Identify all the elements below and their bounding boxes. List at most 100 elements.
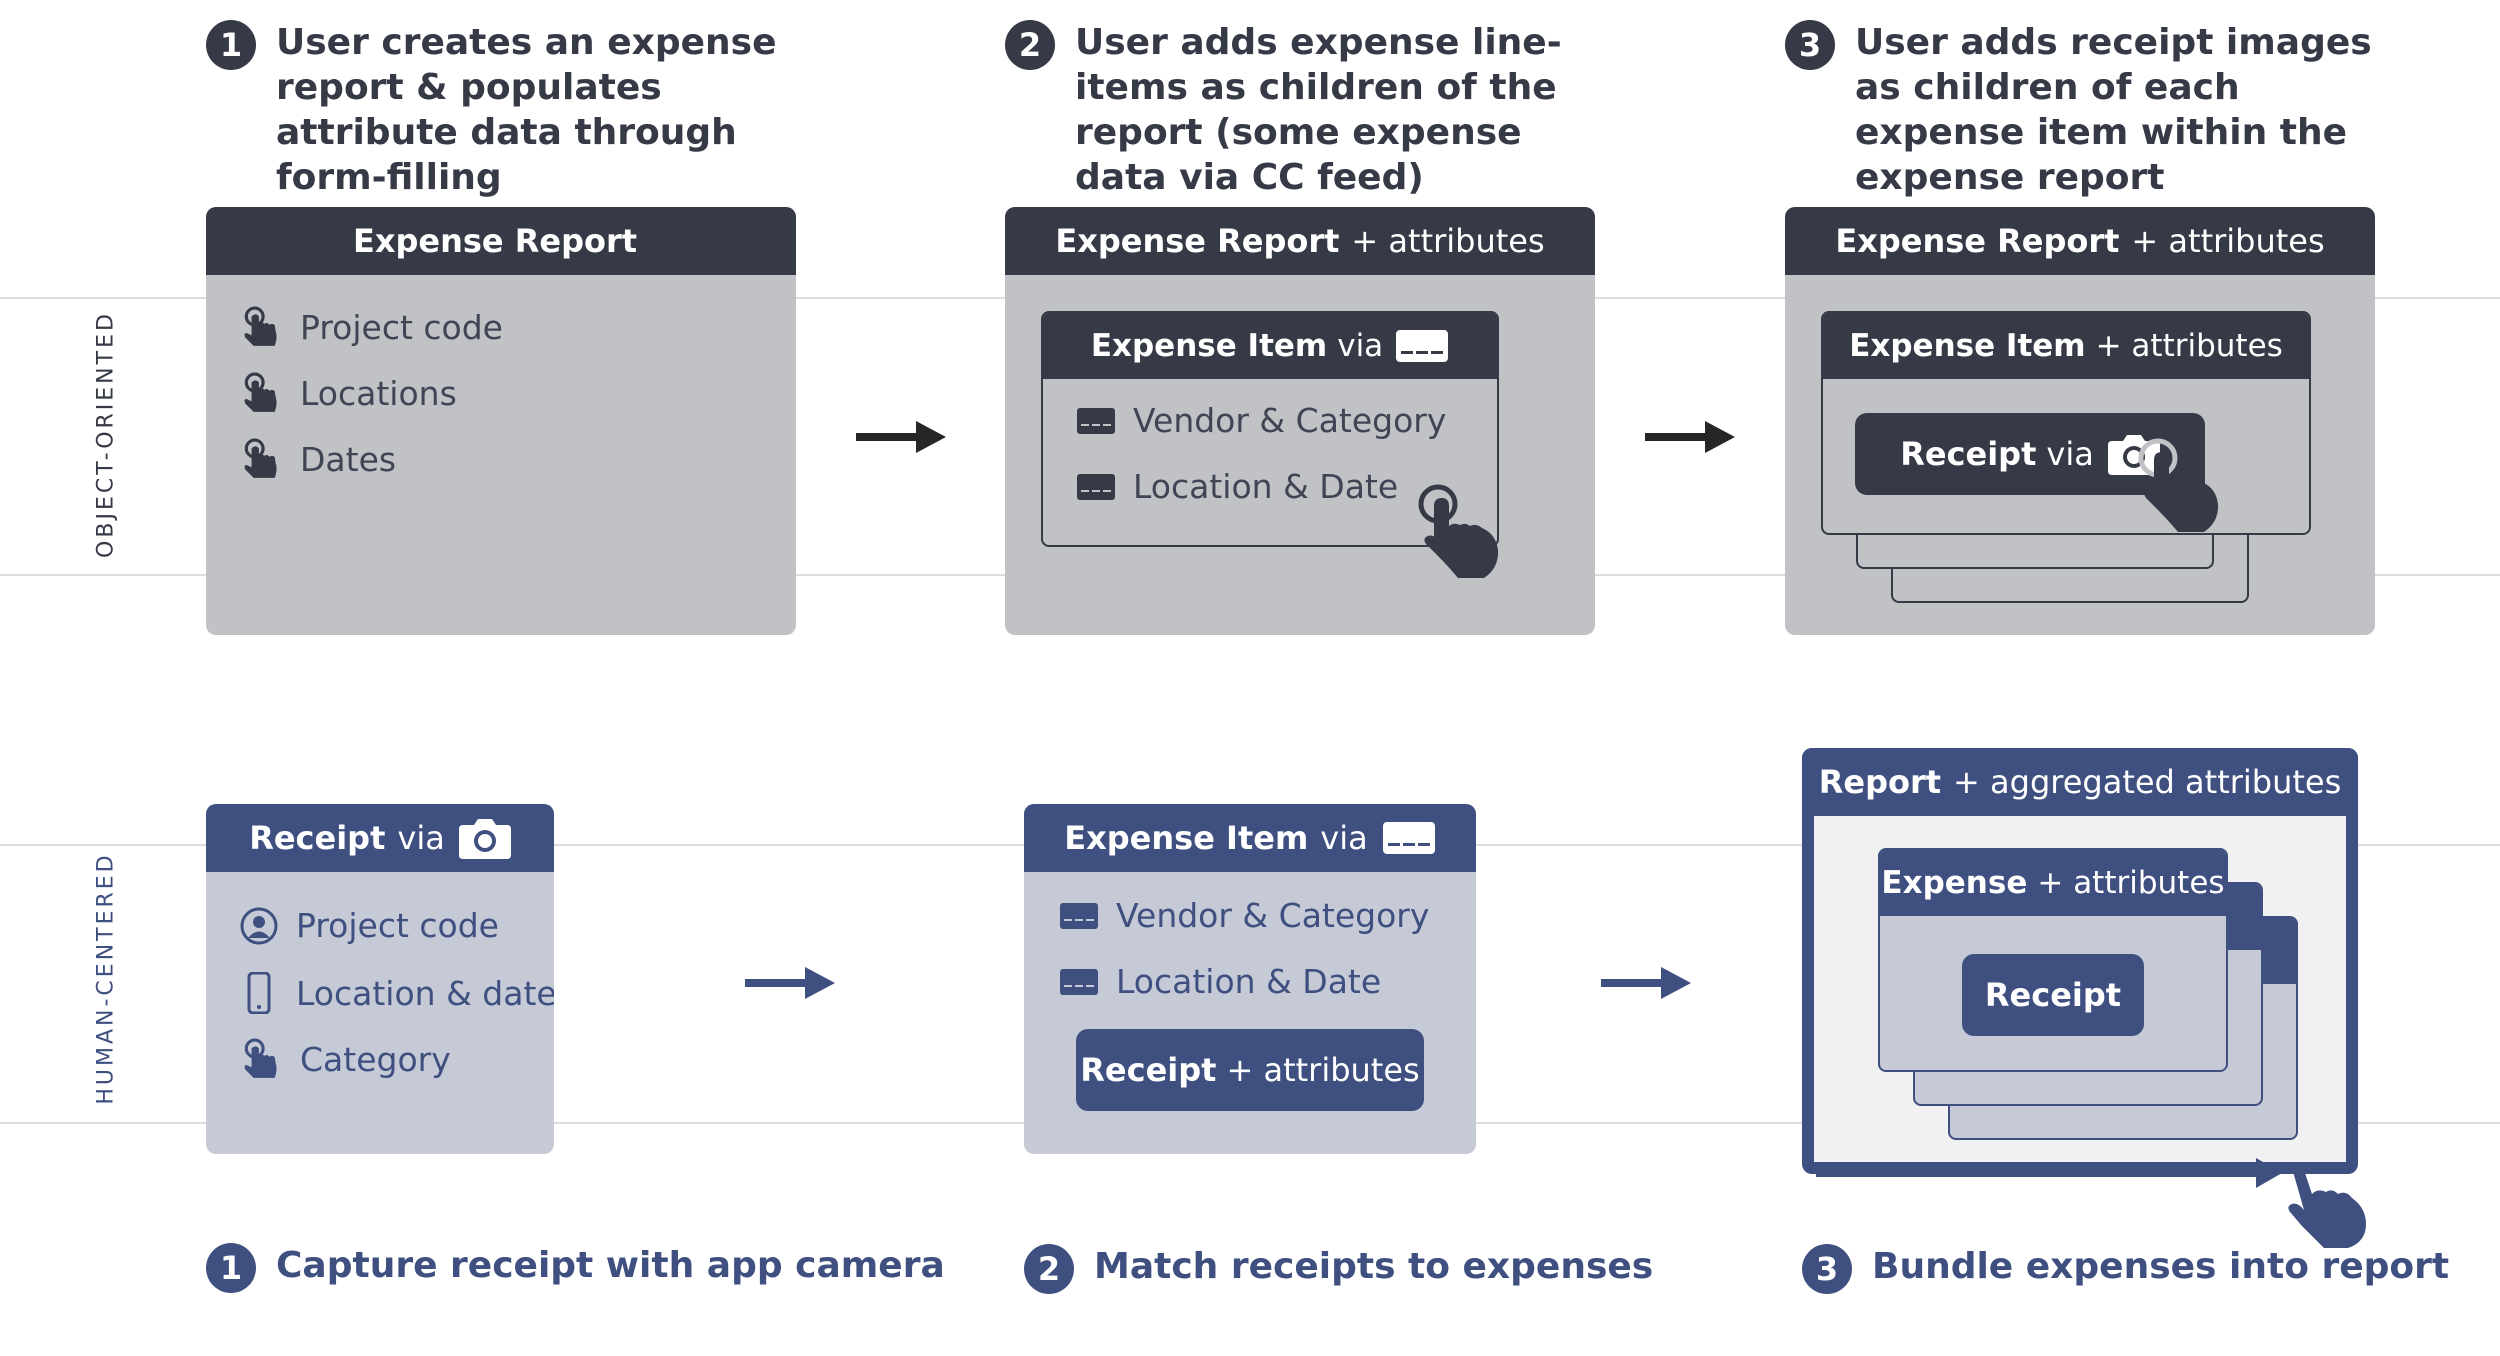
right-arrow-icon bbox=[1601, 967, 1691, 999]
list-item-label: Locations bbox=[300, 373, 457, 413]
panel-title-suffix: + attributes bbox=[1351, 222, 1545, 260]
card-title-suffix: + attributes bbox=[2037, 865, 2225, 901]
tap-hand-icon bbox=[2138, 438, 2219, 532]
camera-icon bbox=[458, 819, 511, 859]
step-description: Capture receipt with app camera bbox=[276, 1245, 945, 1286]
receipt-capture-panel: Receipt via Project code Location & date… bbox=[206, 804, 554, 1154]
panel-title-suffix: via bbox=[1320, 819, 1368, 857]
expense-report-panel: Expense Report Project code Locations Da… bbox=[206, 207, 796, 635]
phone-icon bbox=[247, 972, 271, 1014]
panel-header: Expense Report bbox=[206, 207, 796, 275]
button-title-suffix: via bbox=[2046, 435, 2094, 473]
step-description: Bundle expenses into report bbox=[1872, 1246, 2450, 1287]
right-arrow-icon bbox=[745, 967, 835, 999]
list-item-label: Vendor & Category bbox=[1116, 896, 1430, 935]
top-step-1: 1 User creates an expense report & popul… bbox=[206, 20, 786, 200]
panel-header: Expense Report + attributes bbox=[1005, 207, 1595, 275]
list-item-dates: Dates bbox=[240, 438, 396, 480]
credit-card-icon bbox=[1060, 968, 1098, 995]
button-title: Receipt bbox=[1080, 1051, 1217, 1089]
list-item-label: Location & date bbox=[296, 973, 554, 1013]
tap-hand-icon bbox=[244, 306, 277, 346]
card-title: Expense Item bbox=[1090, 328, 1328, 364]
bottom-step-2: 2 Match receipts to expenses bbox=[1024, 1244, 1653, 1294]
receipt-with-attributes-button[interactable]: Receipt + attributes bbox=[1076, 1029, 1424, 1111]
receipt-button[interactable]: Receipt via bbox=[1855, 413, 2205, 495]
expense-report-with-receipts-panel: Expense Report + attributes Expense Item… bbox=[1785, 207, 2375, 635]
tap-hand-icon bbox=[244, 372, 277, 412]
list-item-locations: Locations bbox=[240, 372, 457, 414]
tap-hand-icon bbox=[1418, 484, 1499, 578]
expense-report-with-attributes-panel: Expense Report + attributes Expense Item… bbox=[1005, 207, 1595, 635]
receipt-button[interactable]: Receipt bbox=[1962, 954, 2144, 1036]
card-title-suffix: via bbox=[1337, 328, 1384, 364]
list-item-project-code: Project code bbox=[240, 906, 499, 945]
panel-title: Expense Report bbox=[352, 222, 638, 260]
step-description: Match receipts to expenses bbox=[1094, 1246, 1654, 1287]
button-title: Receipt bbox=[1900, 435, 2037, 473]
card-title: Expense bbox=[1881, 865, 2028, 901]
panel-title-suffix: via bbox=[397, 819, 445, 857]
report-body: Expense + attributes Receipt bbox=[1814, 816, 2346, 1162]
step-number-badge: 2 bbox=[1024, 1244, 1074, 1294]
credit-card-icon bbox=[1060, 902, 1098, 929]
panel-title: Receipt bbox=[249, 819, 386, 857]
list-item-label: Dates bbox=[300, 439, 397, 479]
list-item-label: Location & Date bbox=[1116, 962, 1382, 1001]
panel-title: Report bbox=[1818, 763, 1942, 801]
step-description: User adds receipt images as children of … bbox=[1855, 22, 2372, 198]
panel-header: Receipt via bbox=[206, 804, 554, 872]
right-arrow-icon bbox=[1645, 421, 1735, 453]
panel-title-suffix: + attributes bbox=[2131, 222, 2325, 260]
expense-card: Expense + attributes Receipt bbox=[1878, 848, 2228, 1072]
card-header: Expense + attributes bbox=[1880, 850, 2226, 916]
credit-card-icon bbox=[1382, 822, 1435, 854]
step-number-badge: 3 bbox=[1802, 1244, 1852, 1294]
bottom-step-1: 1 Capture receipt with app camera bbox=[206, 1243, 945, 1293]
tap-hand-icon bbox=[244, 438, 277, 478]
credit-card-icon bbox=[1396, 330, 1449, 362]
card-header: Expense Item + attributes bbox=[1823, 313, 2309, 379]
list-item-label: Location & Date bbox=[1133, 467, 1399, 506]
credit-card-icon bbox=[1077, 407, 1115, 434]
user-icon bbox=[240, 907, 278, 944]
tap-hand-icon bbox=[2288, 1162, 2366, 1248]
list-item-label: Project code bbox=[300, 307, 503, 347]
panel-title: Expense Report bbox=[1055, 222, 1340, 260]
top-step-3: 3 User adds receipt images as children o… bbox=[1785, 20, 2395, 200]
list-item-project-code: Project code bbox=[240, 306, 503, 348]
credit-card-icon bbox=[1077, 473, 1115, 500]
step-number-badge: 1 bbox=[206, 20, 256, 70]
top-step-2: 2 User adds expense line-items as childr… bbox=[1005, 20, 1605, 200]
panel-title: Expense Report bbox=[1835, 222, 2120, 260]
list-item-location-date: Location & Date bbox=[1077, 467, 1398, 506]
panel-title-suffix: + aggregated attributes bbox=[1953, 763, 2342, 801]
list-item-label: Category bbox=[300, 1039, 451, 1079]
expense-item-card: Expense Item + attributes Receipt via bbox=[1821, 311, 2311, 535]
button-title: Receipt bbox=[1984, 976, 2122, 1014]
tap-hand-icon bbox=[244, 1038, 277, 1078]
list-item-vendor-category: Vendor & Category bbox=[1077, 401, 1446, 440]
button-title-suffix: + attributes bbox=[1226, 1051, 1420, 1089]
list-item-label: Project code bbox=[296, 906, 499, 945]
list-item-vendor-category: Vendor & Category bbox=[1060, 896, 1429, 935]
match-receipts-panel: Expense Item via Vendor & Category Locat… bbox=[1024, 804, 1476, 1154]
panel-header: Expense Report + attributes bbox=[1785, 207, 2375, 275]
panel-title: Expense Item bbox=[1064, 819, 1309, 857]
row-label-object-oriented: OBJECT-ORIENTED bbox=[93, 311, 119, 558]
step-number-badge: 2 bbox=[1005, 20, 1055, 70]
list-item-label: Vendor & Category bbox=[1133, 401, 1447, 440]
step-number-badge: 3 bbox=[1785, 20, 1835, 70]
list-item-location-date: Location & Date bbox=[1060, 962, 1381, 1001]
list-item-location-date: Location & date bbox=[240, 972, 554, 1014]
card-title: Expense Item bbox=[1849, 328, 2086, 364]
step-number-badge: 1 bbox=[206, 1243, 256, 1293]
drag-arrow-icon bbox=[1816, 1158, 2282, 1188]
panel-header: Report + aggregated attributes bbox=[1802, 748, 2358, 816]
card-title-suffix: + attributes bbox=[2095, 328, 2283, 364]
list-item-category: Category bbox=[240, 1038, 451, 1080]
panel-header: Expense Item via bbox=[1024, 804, 1476, 872]
row-label-human-centered: HUMAN-CENTERED bbox=[93, 852, 119, 1105]
right-arrow-icon bbox=[856, 421, 946, 453]
card-header: Expense Item via bbox=[1043, 313, 1497, 379]
